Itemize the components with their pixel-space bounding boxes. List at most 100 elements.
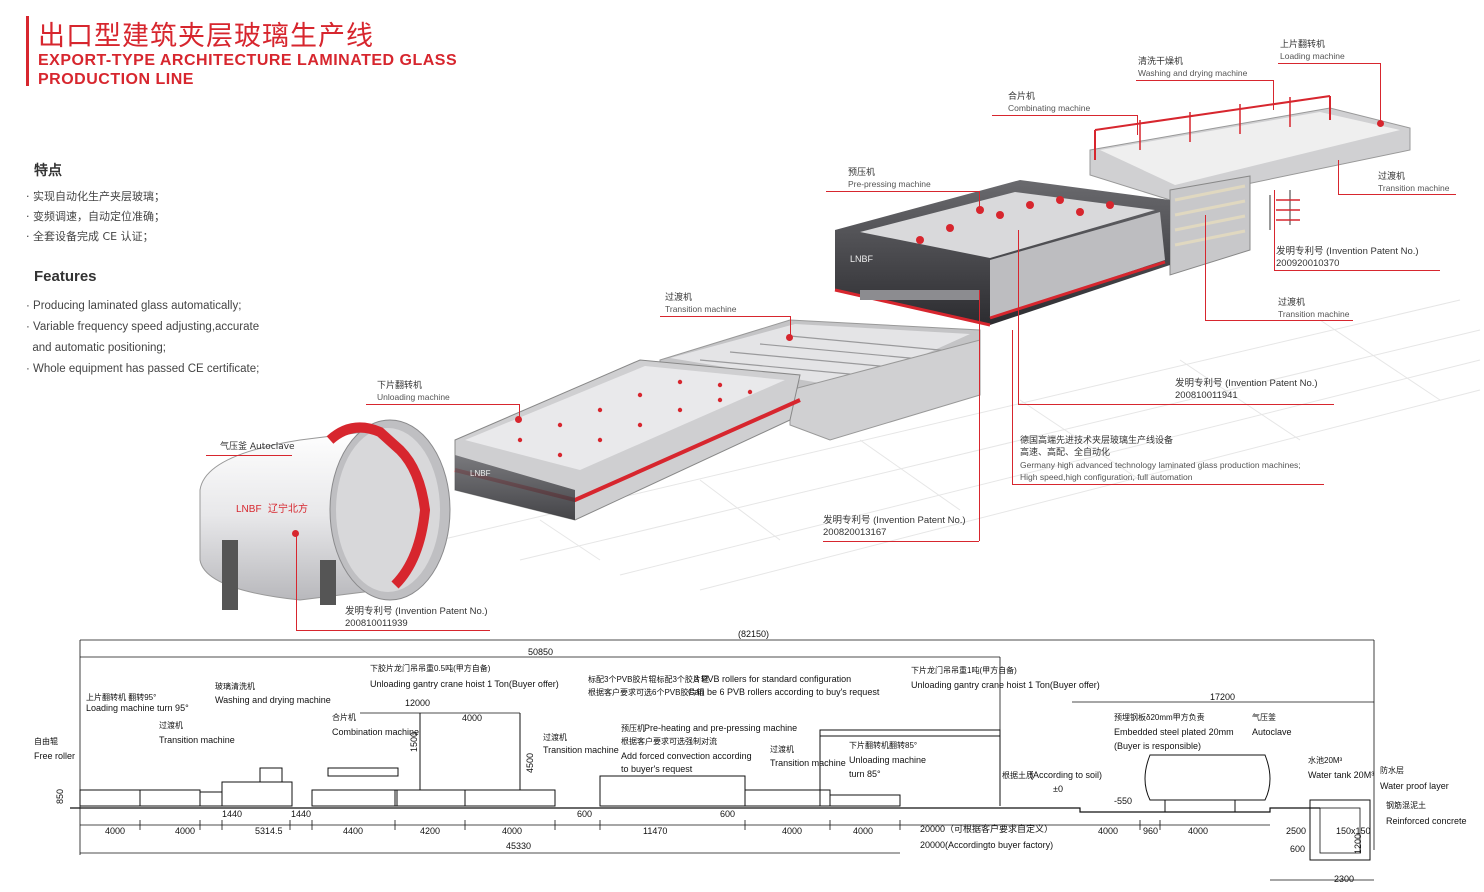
callout-rule — [1012, 330, 1013, 484]
callout-rule — [1338, 194, 1456, 195]
dim-bottom: 4000 — [853, 826, 873, 836]
features-en-item: · Variable frequency speed adjusting,acc… — [26, 321, 260, 333]
label-transition1-en: Transition machine — [159, 735, 235, 745]
tick-marks — [139, 820, 1161, 830]
callout-germany-en1: Germany high advanced technology laminat… — [1020, 460, 1301, 470]
callout-transition-right-en: Transition machine — [1378, 183, 1450, 193]
features-cn-heading: 特点 — [34, 163, 62, 179]
dim-bottom: 600 — [720, 809, 735, 819]
label-preheat-en3: to buyer's request — [621, 764, 693, 774]
label-autoclave-en: Autoclave — [1252, 727, 1292, 737]
floor-line — [70, 799, 1371, 861]
callout-rule — [992, 115, 1137, 116]
label-transition2-en: Transition machine — [543, 745, 619, 755]
callout-patent-1-label: 发明专利号 (Invention Patent No.) — [1276, 246, 1419, 257]
machine-outlines — [79, 713, 1271, 812]
callout-autoclave-label: 气压釜 Autoclave — [220, 442, 295, 452]
callout-autoclave: 气压釜 Autoclave — [220, 442, 295, 453]
callout-washing-en: Washing and drying machine — [1138, 68, 1248, 78]
features-cn-item: · 变频调速，自动定位准确； — [26, 210, 165, 223]
callout-washing: 清洗干燥机 Washing and drying machine — [1138, 57, 1247, 79]
page-title-en-line2: PRODUCTION LINE — [38, 71, 194, 88]
label-concrete-cn: 钢筋混泥土 — [1386, 800, 1426, 810]
label-preheat-en2: Add forced convection according — [621, 751, 752, 761]
dim-right: 600 — [1290, 844, 1305, 854]
dim-bottom: 4000 — [175, 826, 195, 836]
callout-germany: 德国高端先进技术夹层玻璃生产线设备 高速、高配、全自动化 Germany hig… — [1020, 435, 1301, 483]
label-hoist2-en: Unloading gantry crane hoist 1 Ton(Buyer… — [911, 680, 1100, 690]
callout-rule — [823, 541, 979, 542]
callout-rule — [296, 630, 490, 631]
label-autoclave-cn: 气压釜 — [1252, 712, 1276, 722]
callout-rule — [1338, 160, 1339, 194]
dim-right: 4000 — [1188, 826, 1208, 836]
dim-12000: 12000 — [405, 698, 430, 708]
callout-rule — [1018, 230, 1019, 404]
callout-rule — [1205, 320, 1353, 321]
callout-patent-1-number: 200920010370 — [1276, 258, 1340, 269]
label-minus550: -550 — [1114, 796, 1132, 806]
label-steel-en2: (Buyer is responsible) — [1114, 741, 1201, 751]
callout-germany-en2: High speed,high configuration, full auto… — [1020, 472, 1193, 482]
callout-transition-right-cn: 过渡机 — [1378, 172, 1406, 182]
dim-bottom: 1440 — [291, 809, 311, 819]
autoclave-logo: LNBF — [236, 504, 262, 515]
features-en-item: · Whole equipment has passed CE certific… — [26, 363, 260, 375]
callout-rule — [206, 455, 292, 456]
features-en-item: · Producing laminated glass automaticall… — [26, 300, 242, 312]
callout-patent-2-label: 发明专利号 (Invention Patent No.) — [1175, 378, 1318, 389]
callout-germany-cn1: 德国高端先进技术夹层玻璃生产线设备 — [1020, 436, 1174, 446]
callout-patent-4-label: 发明专利号 (Invention Patent No.) — [345, 606, 488, 617]
label-steel-en1: Embedded steel plated 20mm — [1114, 727, 1234, 737]
callout-rule — [979, 290, 980, 541]
callout-transition-mid: 过渡机 Transition machine — [1278, 298, 1350, 320]
callout-rule — [660, 316, 790, 317]
callout-patent-4: 发明专利号 (Invention Patent No.) 20081001193… — [345, 606, 488, 630]
callout-unloading-en: Unloading machine — [377, 392, 450, 402]
label-hoist1-cn: 下胶片龙门吊吊重0.5吨(甲方自备) — [370, 663, 491, 673]
callout-patent-2: 发明专利号 (Invention Patent No.) 20081001194… — [1175, 378, 1318, 402]
pre-pressing-machine: LNBF — [834, 180, 1170, 327]
label-pvb-en2: Can be 6 PVB rollers according to buy's … — [688, 687, 880, 697]
callout-prepress: 预压机 Pre-pressing machine — [848, 168, 931, 190]
callout-combining-cn: 合片机 — [1008, 92, 1036, 102]
callout-dot — [515, 416, 522, 423]
title-accent-bar — [26, 16, 29, 86]
callout-patent-1: 发明专利号 (Invention Patent No.) 20092001037… — [1276, 246, 1419, 270]
washing-drying-machine — [1089, 95, 1411, 230]
label-washing-en: Washing and drying machine — [215, 695, 331, 705]
callout-combining: 合片机 Combinating machine — [1008, 92, 1090, 114]
features-en-list: · Producing laminated glass automaticall… — [26, 296, 259, 380]
callout-rule — [826, 191, 979, 192]
callout-rule — [979, 191, 980, 209]
callout-transition-top-en: Transition machine — [665, 304, 737, 314]
dim-bottom: 4000 — [105, 826, 125, 836]
autoclave-logo-cn: 辽宁北方 — [268, 502, 308, 515]
dim-bottom: 4000 — [502, 826, 522, 836]
callout-transition-mid-cn: 过渡机 — [1278, 298, 1306, 308]
callout-transition-top-cn: 过渡机 — [665, 293, 693, 303]
label-hoist1-en: Unloading gantry crane hoist 1 Ton(Buyer… — [370, 679, 559, 689]
label-loading-cn: 上片翻转机 翻转95° — [86, 692, 156, 702]
dim-right: 2300 — [1334, 874, 1354, 884]
production-line-illustration: LNBF LNBF LNBF 辽宁北方 — [199, 95, 1481, 610]
dim-45330: 45330 — [506, 841, 531, 851]
callout-transition-right: 过渡机 Transition machine — [1378, 172, 1450, 194]
page-title-en-line1: EXPORT-TYPE ARCHITECTURE LAMINATED GLASS — [38, 52, 458, 69]
callout-rule — [296, 534, 297, 630]
label-transition3-cn: 过渡机 — [770, 744, 794, 754]
features-en-item: and automatic positioning; — [26, 342, 167, 354]
label-soil-cn: 根据土质 — [1002, 770, 1034, 780]
callout-unloading: 下片翻转机 Unloading machine — [377, 381, 450, 403]
dim-17200: 17200 — [1210, 692, 1235, 702]
callout-rule — [1136, 80, 1273, 81]
callout-patent-3-label: 发明专利号 (Invention Patent No.) — [823, 515, 966, 526]
label-concrete-en: Reinforced concrete — [1386, 816, 1467, 826]
label-preheat-cn1: 预压机 — [621, 723, 645, 733]
dim-overall: (82150) — [738, 629, 769, 639]
features-en-heading: Features — [34, 268, 97, 285]
autoclave-vessel: LNBF 辽宁北方 — [199, 419, 451, 610]
label-waterproof-cn: 防水层 — [1380, 765, 1404, 775]
dim-bottom: 1440 — [222, 809, 242, 819]
label-waterproof-en: Water proof layer — [1380, 781, 1449, 791]
